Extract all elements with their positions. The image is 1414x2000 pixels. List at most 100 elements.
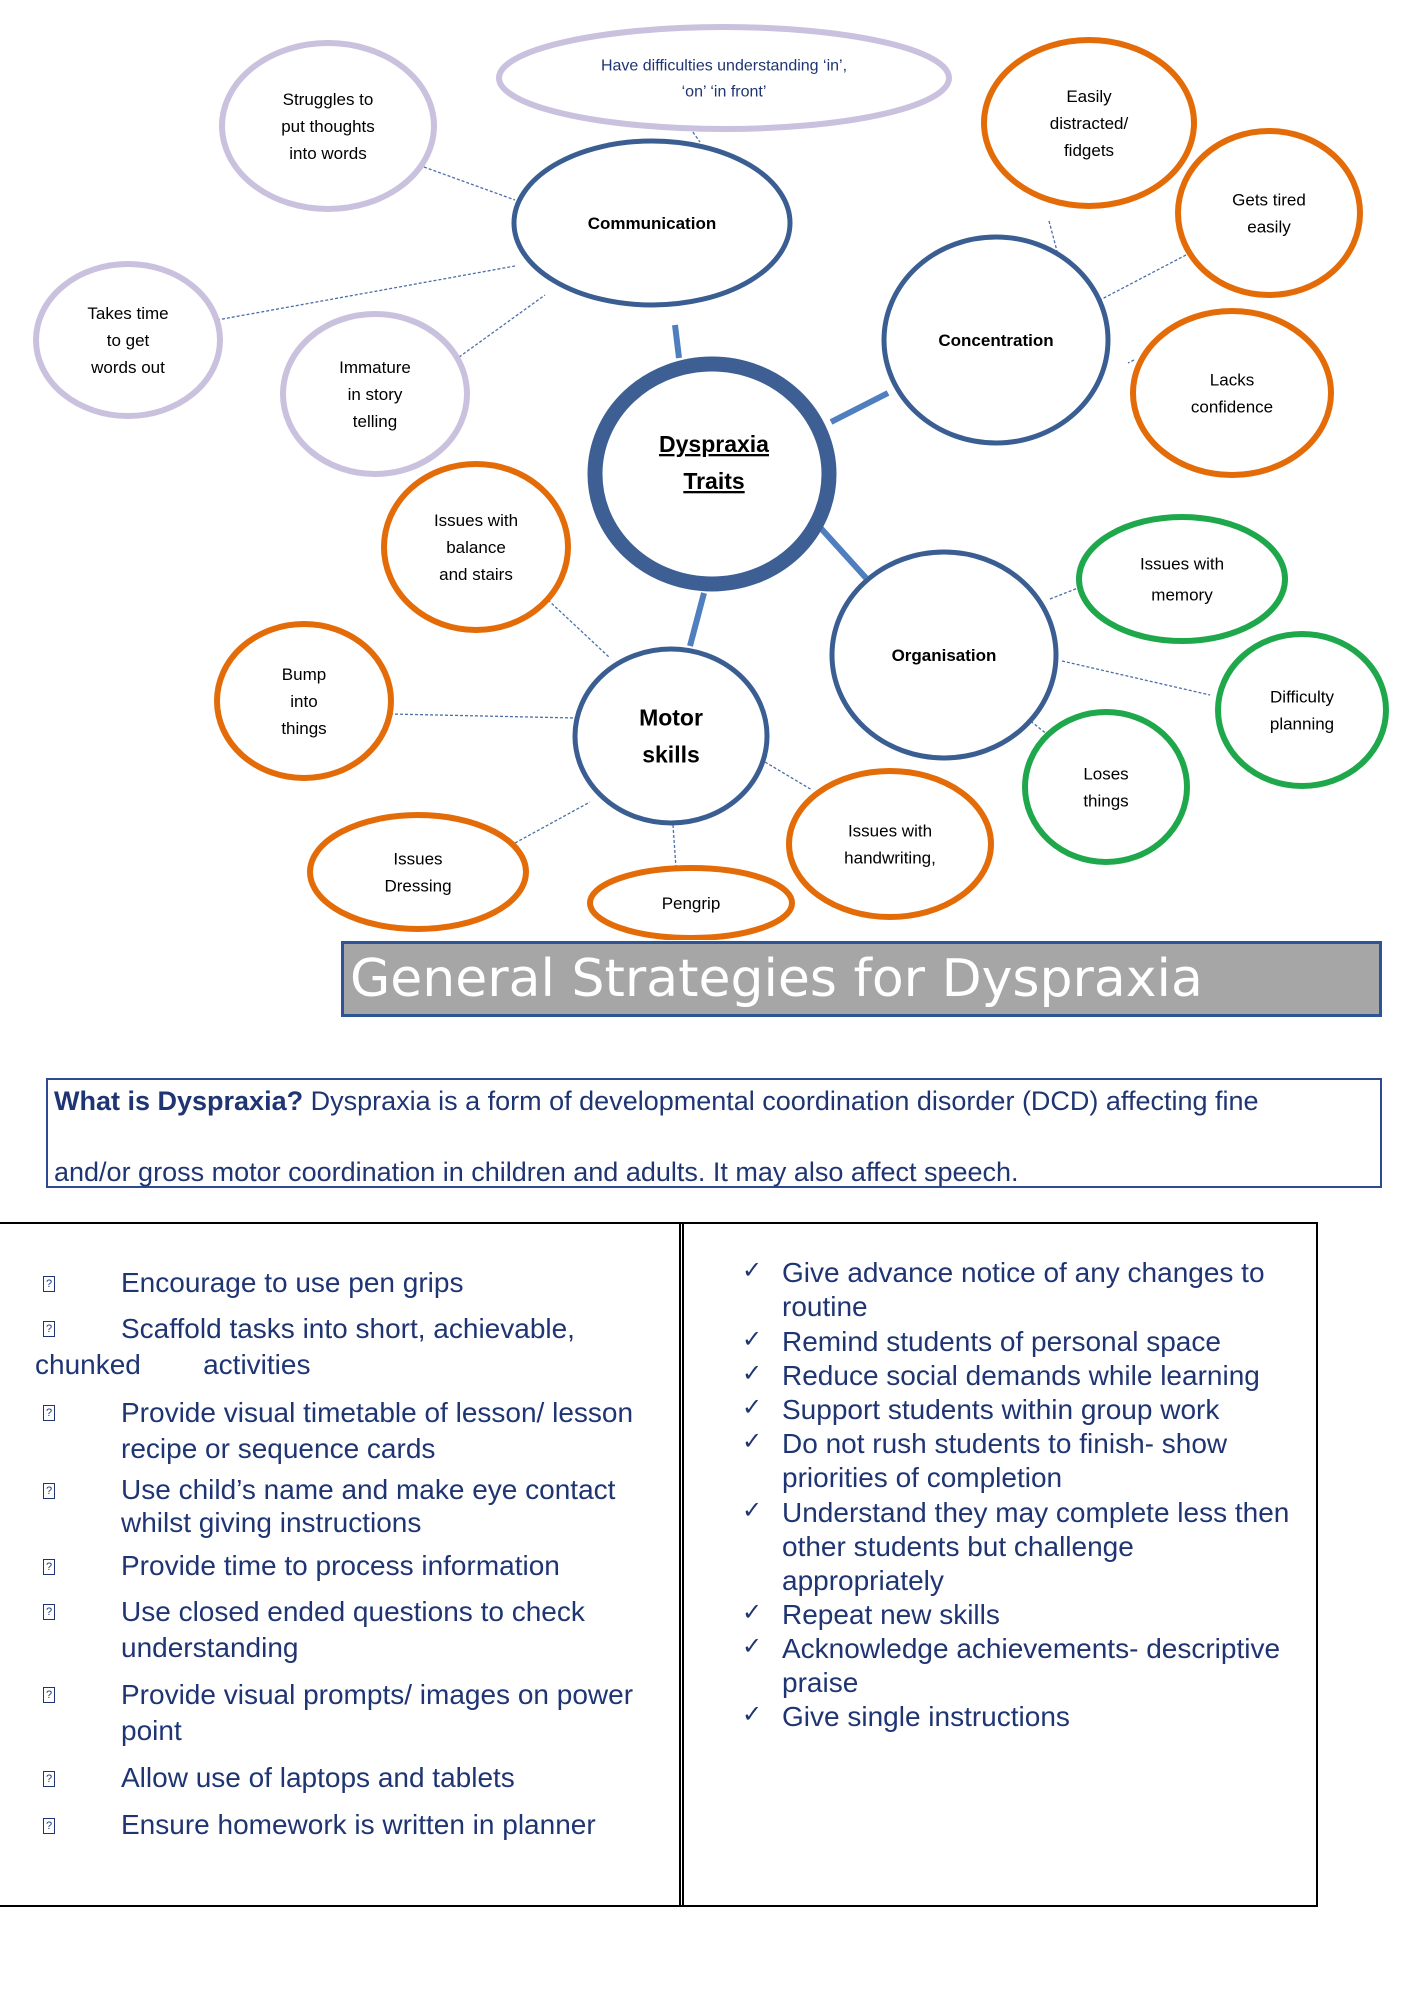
missing-glyph-icon: ? xyxy=(43,1559,55,1575)
leaf-thoughts-label: into words xyxy=(289,144,366,163)
leaf-pengrip-label: Pengrip xyxy=(662,894,721,913)
leaf-handwriting-label: handwriting, xyxy=(844,848,936,867)
node-motor-shape xyxy=(572,646,770,826)
node-communication-shape xyxy=(511,138,793,308)
leaf-thoughts-shape xyxy=(219,40,437,212)
missing-glyph-icon: ? xyxy=(43,1405,55,1421)
leaf-takes-time-shape xyxy=(33,261,223,419)
leaf-story-label: Immature xyxy=(339,358,411,377)
leaf-loses-shape xyxy=(1022,709,1190,865)
left-strategy-item: ?Encourage to use pen grips xyxy=(43,1266,681,1299)
dashed-connector xyxy=(1049,587,1079,600)
node-organisation-shape xyxy=(829,549,1059,761)
leaf-tired-shape xyxy=(1175,128,1363,298)
dashed-connector xyxy=(672,824,677,869)
left-strategy-item: ? Provide time to process information xyxy=(43,1549,681,1582)
strategies-column-divider xyxy=(679,1222,684,1907)
right-strategy-item: ✓Give single instructions xyxy=(742,1700,1302,1734)
strategies-title: General Strategies for Dyspraxia xyxy=(341,941,1382,1017)
leaf-memory-label: Issues with xyxy=(1140,554,1224,573)
right-strategy-text: appropriately xyxy=(782,1565,944,1596)
node-organisation: Organisation xyxy=(829,549,1059,761)
leaf-prepositions: Have difficulties understanding ‘in’,‘on… xyxy=(496,24,952,132)
central-node-shape xyxy=(587,356,837,592)
leaf-confidence-shape xyxy=(1130,308,1334,478)
solid-connector xyxy=(814,521,869,581)
right-strategy-item: ✓Remind students of personal space xyxy=(742,1325,1302,1359)
checkmark-icon: ✓ xyxy=(742,1393,763,1421)
leaf-takes-time-label: to get xyxy=(107,331,150,350)
central-node-label: Dyspraxia xyxy=(659,431,769,457)
left-strategy-text: chunked activities xyxy=(35,1349,311,1380)
left-strategy-text: Ensure homework is written in planner xyxy=(121,1809,596,1840)
node-concentration: Concentration xyxy=(881,234,1111,446)
solid-connector xyxy=(829,390,890,425)
what-is-text-1: Dyspraxia is a form of developmental coo… xyxy=(310,1086,1259,1116)
leaf-confidence-label: Lacks xyxy=(1210,370,1254,389)
node-communication: Communication xyxy=(511,138,793,308)
right-strategy-text: Give single instructions xyxy=(782,1701,1070,1732)
leaf-distracted-label: Easily xyxy=(1066,87,1112,106)
dashed-connector xyxy=(764,761,813,791)
leaf-prepositions-label: Have difficulties understanding ‘in’, xyxy=(601,58,847,75)
dyspraxia-traits-mindmap: DyspraxiaTraitsCommunicationConcentratio… xyxy=(33,24,1389,940)
leaf-handwriting-shape xyxy=(786,768,994,920)
leaf-handwriting: Issues with handwriting, xyxy=(786,768,994,920)
dashed-connector xyxy=(1048,220,1058,252)
leaf-story-label: telling xyxy=(353,412,397,431)
leaf-takes-time-label: words out xyxy=(90,358,165,377)
leaf-story-shape xyxy=(280,311,470,477)
left-strategy-text: Provide time to process information xyxy=(121,1550,560,1581)
dashed-connector xyxy=(216,265,516,321)
leaf-bump-label: into xyxy=(290,692,317,711)
leaf-dressing-label: Dressing xyxy=(384,876,451,895)
dashed-connector xyxy=(423,166,516,201)
leaf-balance-label: Issues with xyxy=(434,511,518,530)
right-strategy-text: praise xyxy=(782,1667,859,1698)
leaf-memory-shape xyxy=(1076,514,1288,644)
left-strategy-item: ?Allow use of laptops and tablets xyxy=(43,1761,681,1794)
leaf-story-label: in story xyxy=(348,385,403,404)
left-strategy-text: Use child’s name and make eye contact xyxy=(121,1474,616,1505)
missing-glyph-icon: ? xyxy=(43,1818,55,1834)
missing-glyph-icon: ? xyxy=(43,1276,55,1292)
leaf-distracted-label: distracted/ xyxy=(1050,114,1129,133)
checkmark-icon: ✓ xyxy=(742,1325,763,1353)
left-strategy-item: ? Ensure homework is written in planner xyxy=(43,1808,681,1841)
dashed-connector xyxy=(547,599,611,659)
node-concentration-shape xyxy=(881,234,1111,446)
left-strategy-item: ?Provide visual timetable of lesson/ les… xyxy=(43,1395,681,1467)
checkmark-icon: ✓ xyxy=(742,1427,763,1455)
leaf-bump-label: Bump xyxy=(282,665,326,684)
left-strategy-text: Use closed ended questions to check xyxy=(121,1596,585,1627)
strategies-table xyxy=(0,1222,1318,1907)
node-concentration-label: Concentration xyxy=(938,331,1053,350)
dashed-connector xyxy=(389,713,577,719)
left-strategy-text: recipe or sequence cards xyxy=(121,1433,436,1464)
leaf-pengrip: Pengrip xyxy=(587,865,795,940)
solid-connector xyxy=(687,592,707,647)
what-is-text-2: and/or gross motor coordination in child… xyxy=(54,1157,1019,1187)
right-strategy-text: Understand they may complete less then xyxy=(782,1497,1290,1528)
right-strategy-item: ✓Support students within group work xyxy=(742,1393,1302,1427)
leaf-handwriting-label: Issues with xyxy=(848,821,932,840)
solid-connector xyxy=(672,324,682,359)
left-strategy-text: Scaffold tasks into short, achievable, xyxy=(121,1313,575,1344)
left-strategy-text: whilst giving instructions xyxy=(121,1507,422,1538)
left-strategy-text: point xyxy=(121,1715,182,1746)
leaf-takes-time-label: Takes time xyxy=(87,304,168,323)
right-strategy-text: Repeat new skills xyxy=(782,1599,1000,1630)
checkmark-icon: ✓ xyxy=(742,1359,763,1387)
right-strategy-text: Do not rush students to finish- show xyxy=(782,1428,1228,1459)
leaf-dressing-shape xyxy=(307,812,529,932)
right-strategy-text: priorities of completion xyxy=(782,1462,1063,1493)
right-strategy-text: Give advance notice of any changes to xyxy=(782,1257,1265,1288)
right-strategy-text: routine xyxy=(782,1291,868,1322)
